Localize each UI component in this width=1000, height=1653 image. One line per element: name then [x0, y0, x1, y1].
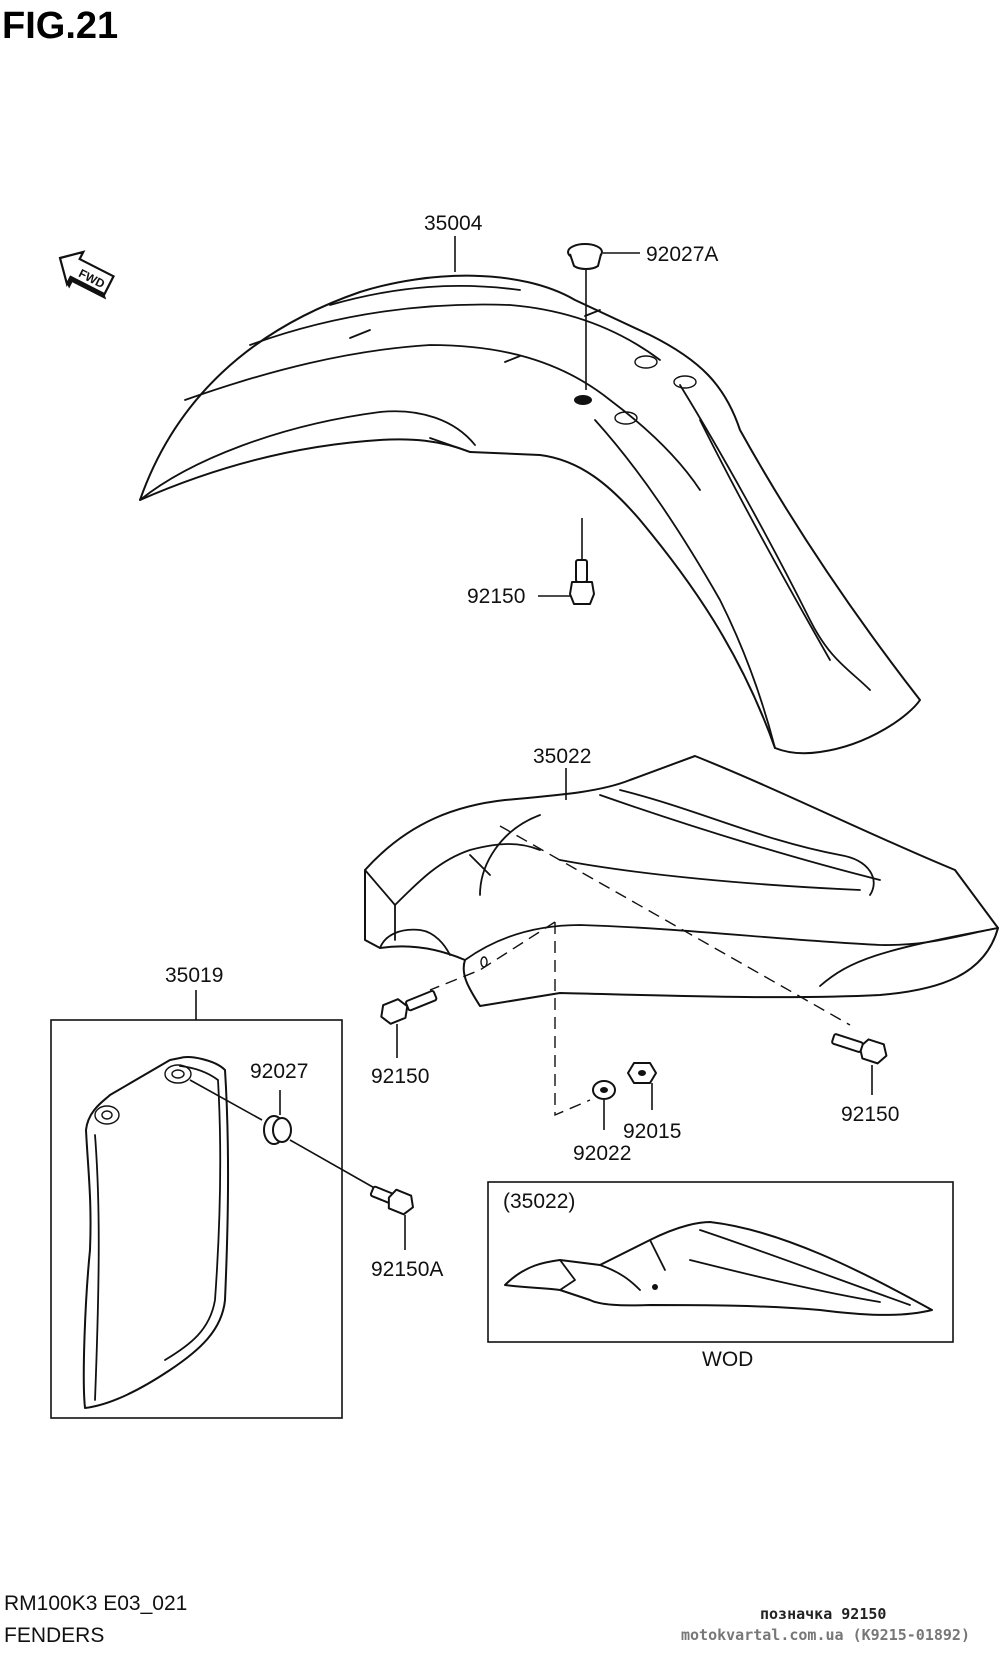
- bolt-92150-rear-left: [380, 989, 438, 1025]
- label-92015: 92015: [623, 1120, 681, 1143]
- bolt-92150-front: [538, 518, 595, 605]
- wod-inset-box: [487, 1181, 954, 1343]
- label-92027: 92027: [250, 1060, 308, 1083]
- label-35004: 35004: [424, 212, 483, 235]
- label-35019: 35019: [165, 964, 223, 987]
- nut-92015: [627, 1062, 657, 1110]
- bolt-92150A: [289, 1139, 414, 1250]
- rear-fender-35022: [364, 755, 999, 1007]
- figure-code: RM100K3 E03_021: [4, 1592, 187, 1615]
- label-92150A: 92150A: [371, 1258, 443, 1281]
- inset-caption: WOD: [702, 1348, 753, 1371]
- guide-line-rear-center: [554, 922, 591, 1117]
- grommet-92027A: [567, 243, 640, 390]
- fwd-arrow-icon: FWD: [58, 250, 116, 300]
- section-name: FENDERS: [4, 1624, 104, 1647]
- watermark-line-2: motokvartal.com.ua (K9215-01892): [681, 1626, 970, 1644]
- label-92150-front: 92150: [467, 585, 525, 608]
- washer-92022: [592, 1080, 616, 1130]
- front-fender-35004: [139, 274, 921, 755]
- grommet-92027: [189, 1079, 292, 1145]
- label-92022: 92022: [573, 1142, 631, 1165]
- label-92150-rear-left: 92150: [371, 1065, 429, 1088]
- inset-ref: (35022): [503, 1190, 575, 1213]
- figure-title: FIG.21: [2, 5, 118, 47]
- label-92027A: 92027A: [646, 243, 718, 266]
- guide-line-rear-left: [429, 921, 556, 991]
- label-92150-rear-right: 92150: [841, 1103, 899, 1126]
- label-35022: 35022: [533, 745, 591, 768]
- watermark-line-1: позначка 92150: [760, 1605, 886, 1623]
- bolt-92150-rear-right: [831, 1033, 888, 1065]
- side-cover-35019: [82, 1056, 230, 1409]
- rear-fender-wod-variant: [504, 1221, 933, 1316]
- guide-line-rear-right: [499, 825, 851, 1026]
